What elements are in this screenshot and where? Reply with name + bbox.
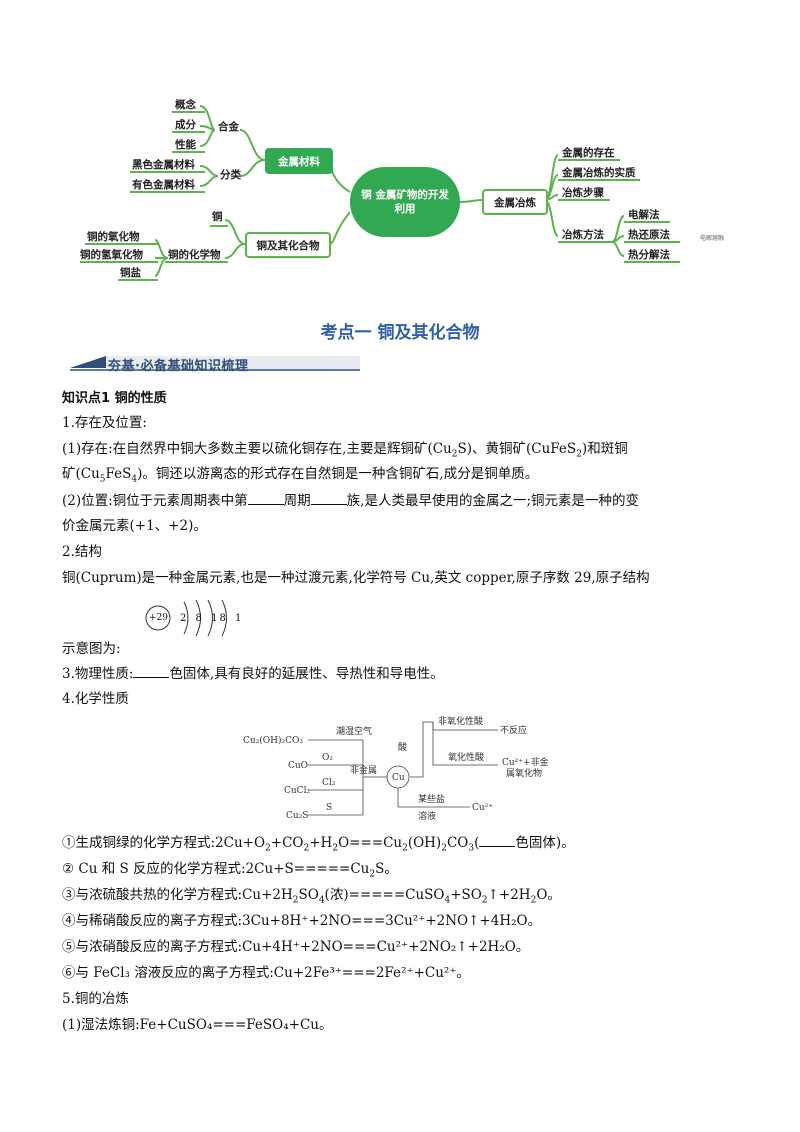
knowledge-point-title: 知识点1 铜的性质 xyxy=(62,391,167,406)
node-thermal-reduction: 热还原法 xyxy=(628,229,670,241)
node-alloy-concept: 概念 xyxy=(175,99,196,111)
node-copper-hydroxide: 铜的氢氧化物 xyxy=(80,249,143,261)
diagram-nonmetal: 非金属 xyxy=(350,764,377,776)
diagram-no-reaction: 不反应 xyxy=(500,724,527,736)
diagram-reagent-cl2: Cl₂ xyxy=(322,778,336,788)
section-2-heading: 2.结构 xyxy=(62,544,102,560)
equation-5: ⑤与浓硝酸反应的离子方程式:Cu+4H⁺+2NO===Cu²⁺+2NO₂↑+2H… xyxy=(62,939,530,955)
diagram-cu2-nonmetal-oxide-1: Cu²⁺+非金 xyxy=(502,756,549,768)
diagram-humid-air: 潮湿空气 xyxy=(336,725,372,737)
section-2-text: 铜(Cuprum)是一种金属元素,也是一种过渡元素,化学符号 Cu,英文 cop… xyxy=(62,570,650,586)
diagram-cu-center: Cu xyxy=(392,773,405,783)
diagram-reagent-s: S xyxy=(326,803,332,813)
mindmap-center-node: 铜 金属矿物的开发利用 xyxy=(350,167,460,237)
node-metal-smelting: 金属冶炼 xyxy=(482,189,548,215)
diagram-acid: 酸 xyxy=(398,742,407,753)
diagram-reagent-o2: O₂ xyxy=(322,753,333,763)
node-smelting-method: 冶炼方法 xyxy=(562,229,604,241)
section-3: 3.物理性质:色固体,具有良好的延展性、导热性和导电性。 xyxy=(62,665,444,682)
blank-group[interactable] xyxy=(310,492,347,505)
node-metal-materials: 金属材料 xyxy=(265,148,333,174)
page-title: 考点一 铜及其化合物 xyxy=(320,323,480,343)
diagram-salt-2: 溶液 xyxy=(418,810,436,822)
node-alloy-property: 性能 xyxy=(175,139,196,151)
diagram-product-cucl2: CuCl₂ xyxy=(284,786,310,796)
equation-1: ①生成铜绿的化学方程式:2Cu+O2+CO2+H2O===Cu2(OH)2CO3… xyxy=(62,834,575,854)
node-electrolysis: 电解法 xyxy=(628,209,660,221)
node-copper-salt: 铜盐 xyxy=(120,267,141,279)
mindmap-connectors xyxy=(80,105,680,281)
blank-period[interactable] xyxy=(247,492,284,505)
node-classification: 分类 xyxy=(220,169,241,181)
section-1-1-line1: (1)存在:在自然界中铜大多数主要以硫化铜存在,主要是辉铜矿(Cu2S)、黄铜矿… xyxy=(62,441,628,460)
node-alloy: 合金 xyxy=(218,121,239,133)
atom-shells: 2 8 18 1 xyxy=(180,613,244,624)
chemical-property-diagram: Cu Cu₂(OH)₂CO₃ 潮湿空气 CuO O₂ CuCl₂ Cl₂ Cu₂… xyxy=(243,715,549,822)
node-nonferrous-metals: 有色金属材料 xyxy=(132,179,195,191)
node-copper: 铜 xyxy=(212,211,223,223)
section-2-tail: 示意图为: xyxy=(62,641,121,657)
node-copper-chem: 铜的化学物 xyxy=(168,249,221,261)
section-5-1: (1)湿法炼铜:Fe+CuSO₄===FeSO₄+Cu。 xyxy=(62,1017,333,1033)
node-metal-existence: 金属的存在 xyxy=(562,147,615,159)
equation-4: ④与稀硝酸反应的离子方程式:3Cu+8H⁺+2NO===3Cu²⁺+2NO↑+4… xyxy=(62,913,542,929)
diagram-salt-1: 某些盐 xyxy=(418,793,445,805)
node-copper-compounds: 铜及其化合物 xyxy=(245,232,331,258)
diagram-product-malachite: Cu₂(OH)₂CO₃ xyxy=(243,735,303,746)
section-1-2-line2: 价金属元素(+1、+2)。 xyxy=(62,518,207,534)
equation-2: ② Cu 和 S 反应的化学方程式:2Cu+S=====Cu2S。 xyxy=(62,861,398,880)
atom-nucleus: +29 xyxy=(149,613,168,623)
section-1-1-line2: 矿(Cu5FeS4)。铜还以游离态的形式存在自然铜是一种含铜矿石,成分是铜单质。 xyxy=(62,466,539,485)
diagram-cu2-nonmetal-oxide-2: 属氧化物 xyxy=(506,767,542,779)
diagram-nonoxid-acid: 非氧化性酸 xyxy=(438,715,483,727)
node-smelting-essence: 金属冶炼的实质 xyxy=(562,167,636,179)
section-1-heading: 1.存在及位置: xyxy=(62,415,147,431)
section-5-heading: 5.铜的冶炼 xyxy=(62,991,129,1007)
atom-structure-diagram xyxy=(145,599,227,636)
section-1-2-line1: (2)位置:铜位于元素周期表中第周期族,是人类最早使用的金属之一;铜元素是一种的… xyxy=(62,492,640,509)
section-banner-text: 夯基·必备基础知识梳理 xyxy=(108,359,249,374)
equation-6: ⑥与 FeCl₃ 溶液反应的离子方程式:Cu+2Fe³⁺===2Fe²⁺+Cu²… xyxy=(62,965,470,981)
blank-color[interactable] xyxy=(133,665,170,678)
node-smelting-steps: 冶炼步骤 xyxy=(562,187,604,199)
node-small-note: 电解熔融 xyxy=(700,235,725,242)
diagram-product-cuo: CuO xyxy=(288,761,308,771)
section-banner xyxy=(70,356,360,371)
diagram-cu2: Cu²⁺ xyxy=(472,803,493,813)
node-alloy-composition: 成分 xyxy=(175,119,196,131)
node-ferrous-metals: 黑色金属材料 xyxy=(132,159,195,171)
diagram-product-cu2s: Cu₂S xyxy=(286,811,308,821)
blank-malachite-color[interactable] xyxy=(479,834,516,847)
node-copper-oxide: 铜的氧化物 xyxy=(87,231,140,243)
diagram-oxid-acid: 氧化性酸 xyxy=(448,751,484,763)
equation-3: ③与浓硫酸共热的化学方程式:Cu+2H2SO4(浓)=====CuSO4+SO2… xyxy=(62,887,561,906)
node-thermal-decomposition: 热分解法 xyxy=(628,249,670,261)
section-4-heading: 4.化学性质 xyxy=(62,691,129,707)
